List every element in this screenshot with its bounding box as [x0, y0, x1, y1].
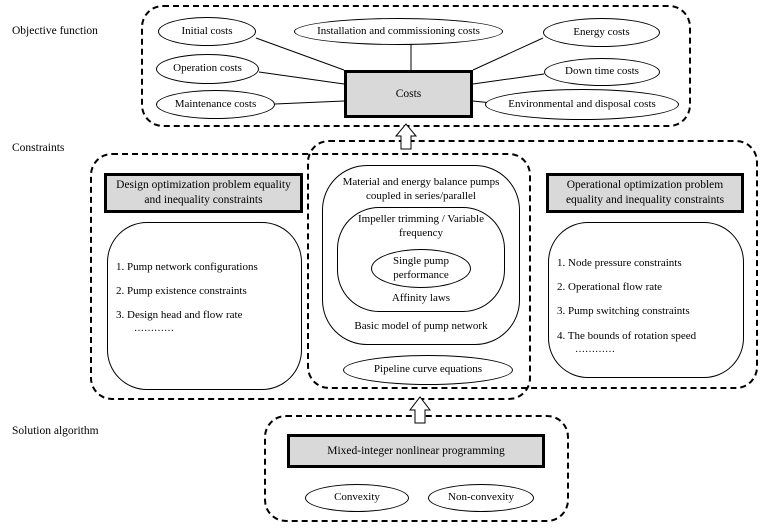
impeller-trimming-text: Impeller trimming / Variable frequency — [358, 213, 484, 239]
design-item-1: 1. Pump network configurations — [116, 261, 258, 273]
operational-item-3: 3. Pump switching constraints — [557, 305, 690, 318]
affinity-laws-text: Affinity laws — [391, 292, 451, 304]
objective-function-label: Objective function — [12, 25, 98, 37]
convexity-oval: Convexity — [305, 484, 409, 512]
operational-item-2: 2. Operational flow rate — [557, 281, 663, 294]
operational-item-ellipsis: ………… — [575, 343, 615, 355]
maintenance-costs-oval: Maintenance costs — [156, 90, 275, 119]
up-arrow-to-constraints — [408, 396, 432, 424]
design-constraints-panel: 1. Pump network configurations 2. Pump e… — [107, 222, 302, 390]
constraints-label: Constraints — [12, 142, 65, 154]
operational-constraints-title: Operational optimization problem equalit… — [546, 173, 744, 213]
initial-costs-oval: Initial costs — [158, 17, 256, 46]
down-time-costs-oval: Down time costs — [544, 58, 660, 86]
energy-costs-oval: Energy costs — [543, 18, 660, 47]
operation-costs-oval: Operation costs — [156, 54, 259, 84]
operational-constraints-panel: 1. Node pressure constraints 2. Operatio… — [548, 222, 744, 378]
installation-costs-oval: Installation and commissioning costs — [294, 18, 503, 45]
non-convexity-oval: Non-convexity — [428, 484, 534, 512]
basic-model-text: Basic model of pump network — [354, 320, 488, 332]
operational-item-1: 1. Node pressure constraints — [557, 257, 682, 269]
design-item-2: 2. Pump existence constraints — [116, 285, 247, 298]
pipeline-curve-equations-oval: Pipeline curve equations — [343, 355, 513, 385]
costs-box: Costs — [344, 70, 473, 118]
up-arrow-to-costs — [394, 123, 418, 150]
design-constraints-title: Design optimization problem equality and… — [104, 173, 303, 213]
minlp-box: Mixed-integer nonlinear programming — [287, 434, 545, 468]
environmental-costs-oval: Environmental and disposal costs — [485, 89, 679, 120]
operational-item-4: 4. The bounds of rotation speed — [557, 329, 697, 342]
operational-constraints-group — [307, 140, 758, 389]
operational-constraints-list: 1. Node pressure constraints 2. Operatio… — [557, 257, 743, 355]
design-item-ellipsis: ………… — [134, 322, 174, 334]
single-pump-performance-oval: Single pump performance — [371, 249, 471, 288]
objective-group — [141, 5, 691, 127]
solution-algorithm-label: Solution algorithm — [12, 425, 99, 437]
design-item-3: 3. Design head and flow rate — [116, 309, 243, 322]
design-constraints-list: 1. Pump network configurations 2. Pump e… — [116, 261, 301, 334]
material-energy-balance-text: Material and energy balance pumps couple… — [342, 176, 500, 202]
